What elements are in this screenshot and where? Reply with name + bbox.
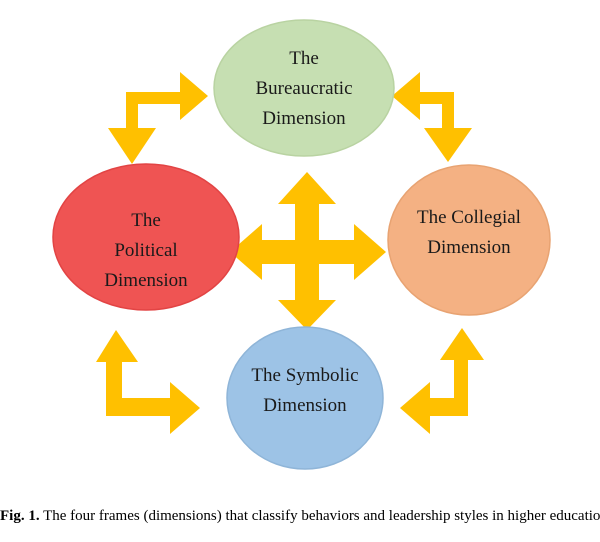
figure-caption-text: The four frames (dimensions) that classi… xyxy=(39,508,600,524)
arrow-bureaucratic-collegial xyxy=(392,72,472,162)
node-political-label-line: Political xyxy=(114,240,177,261)
node-collegial-label-line: The Collegial xyxy=(417,207,521,228)
node-symbolic-shape xyxy=(226,326,384,470)
node-collegial-label-line: Dimension xyxy=(427,237,511,258)
node-symbolic-label-line: Dimension xyxy=(263,395,347,416)
node-collegial-shape xyxy=(387,164,551,316)
node-political-shape xyxy=(52,163,240,311)
node-bureaucratic-label-line: The xyxy=(289,48,319,69)
node-bureaucratic-label-line: Dimension xyxy=(262,108,346,129)
node-bureaucratic-label-line: Bureaucratic xyxy=(255,78,352,99)
node-political-label-line: The xyxy=(131,210,161,231)
figure-caption: Fig. 1. The four frames (dimensions) tha… xyxy=(0,508,600,525)
central-four-way-arrow xyxy=(230,172,386,330)
arrow-collegial-symbolic xyxy=(400,328,484,434)
arrow-political-symbolic xyxy=(96,330,200,434)
node-symbolic-label-line: The Symbolic xyxy=(251,365,358,386)
figure-caption-label: Fig. 1. xyxy=(0,508,40,524)
node-bureaucratic-shape xyxy=(213,19,395,157)
arrow-political-bureaucratic xyxy=(108,72,208,164)
node-political-label-line: Dimension xyxy=(104,270,188,291)
